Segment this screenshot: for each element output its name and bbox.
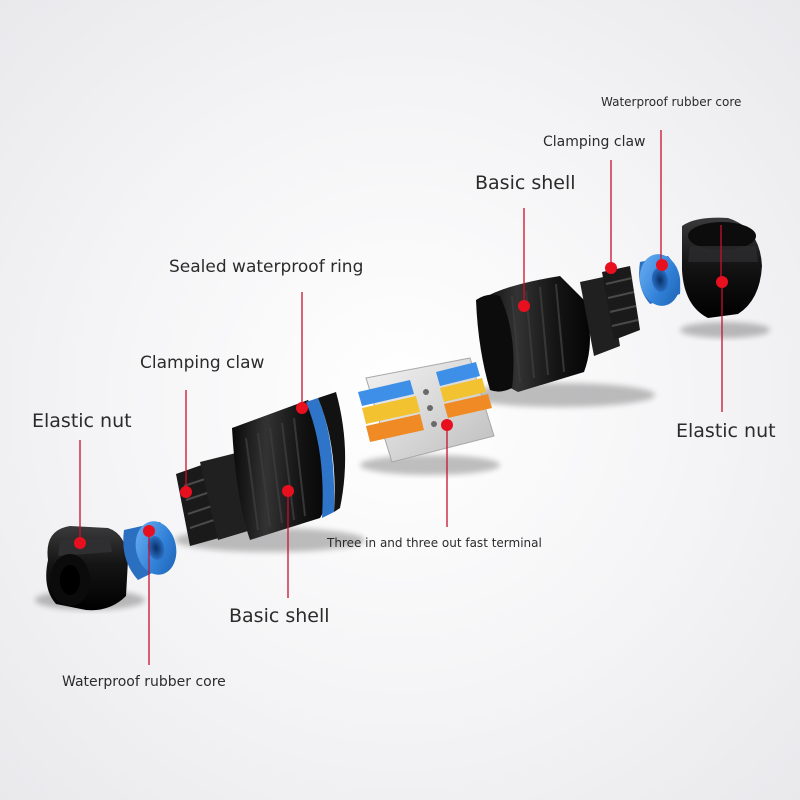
label-basic-shell-right: Basic shell bbox=[475, 172, 576, 194]
label-three-in-three-out: Three in and three out fast terminal bbox=[327, 536, 542, 550]
label-basic-shell-left: Basic shell bbox=[229, 605, 330, 627]
clamping-claw-right bbox=[602, 266, 640, 340]
marker-terminal bbox=[441, 419, 453, 431]
markers bbox=[74, 259, 728, 549]
rubber-core-right bbox=[639, 254, 681, 306]
elastic-nut-left bbox=[46, 526, 129, 611]
marker-rubber-core-right bbox=[656, 259, 668, 271]
marker-basic-shell-right bbox=[518, 300, 530, 312]
elastic-nut-right bbox=[682, 217, 762, 318]
label-clamping-claw-left: Clamping claw bbox=[140, 353, 265, 373]
label-clamping-claw-right: Clamping claw bbox=[543, 134, 646, 150]
marker-elastic-nut-right bbox=[716, 276, 728, 288]
basic-shell-right bbox=[476, 266, 640, 392]
marker-rubber-core-left bbox=[143, 525, 155, 537]
label-waterproof-rubber-core-right: Waterproof rubber core bbox=[601, 95, 742, 109]
marker-clamping-claw-left bbox=[180, 486, 192, 498]
marker-elastic-nut-left bbox=[74, 537, 86, 549]
label-elastic-nut-right: Elastic nut bbox=[676, 420, 776, 442]
label-sealed-waterproof-ring: Sealed waterproof ring bbox=[169, 257, 364, 277]
basic-shell-left bbox=[176, 392, 346, 546]
label-elastic-nut-left: Elastic nut bbox=[32, 410, 132, 432]
marker-clamping-claw-right bbox=[605, 262, 617, 274]
label-waterproof-rubber-core-left: Waterproof rubber core bbox=[62, 674, 226, 690]
fast-terminal bbox=[358, 357, 495, 463]
marker-sealed-ring bbox=[296, 402, 308, 414]
leader-lines bbox=[79, 130, 723, 665]
marker-basic-shell-left bbox=[282, 485, 294, 497]
